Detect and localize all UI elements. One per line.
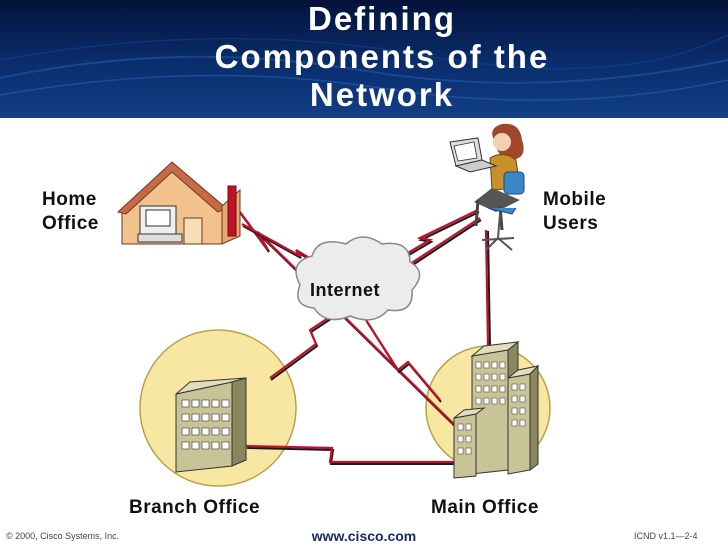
mobile-users-label-line-2: Users <box>543 212 606 236</box>
footer: © 2000, Cisco Systems, Inc. www.cisco.co… <box>0 524 728 546</box>
main-office-label: Main Office <box>431 496 539 520</box>
home-office-label-line-2: Office <box>42 212 99 236</box>
link-internet-to-main <box>366 320 441 402</box>
home-office-label: Home Office <box>42 188 99 236</box>
home-office-house-icon <box>118 162 240 244</box>
footer-course-code: ICND v1.1—2-4 <box>634 531 698 541</box>
footer-copyright: © 2000, Cisco Systems, Inc. <box>6 531 119 541</box>
footer-url-link[interactable]: www.cisco.com <box>300 528 428 544</box>
mobile-users-label-line-1: Mobile <box>543 188 606 212</box>
mobile-users-label: Mobile Users <box>543 188 606 236</box>
branch-office-building-icon <box>176 378 246 472</box>
home-office-label-line-1: Home <box>42 188 99 212</box>
internet-label: Internet <box>310 278 380 302</box>
branch-office-label: Branch Office <box>129 496 260 520</box>
